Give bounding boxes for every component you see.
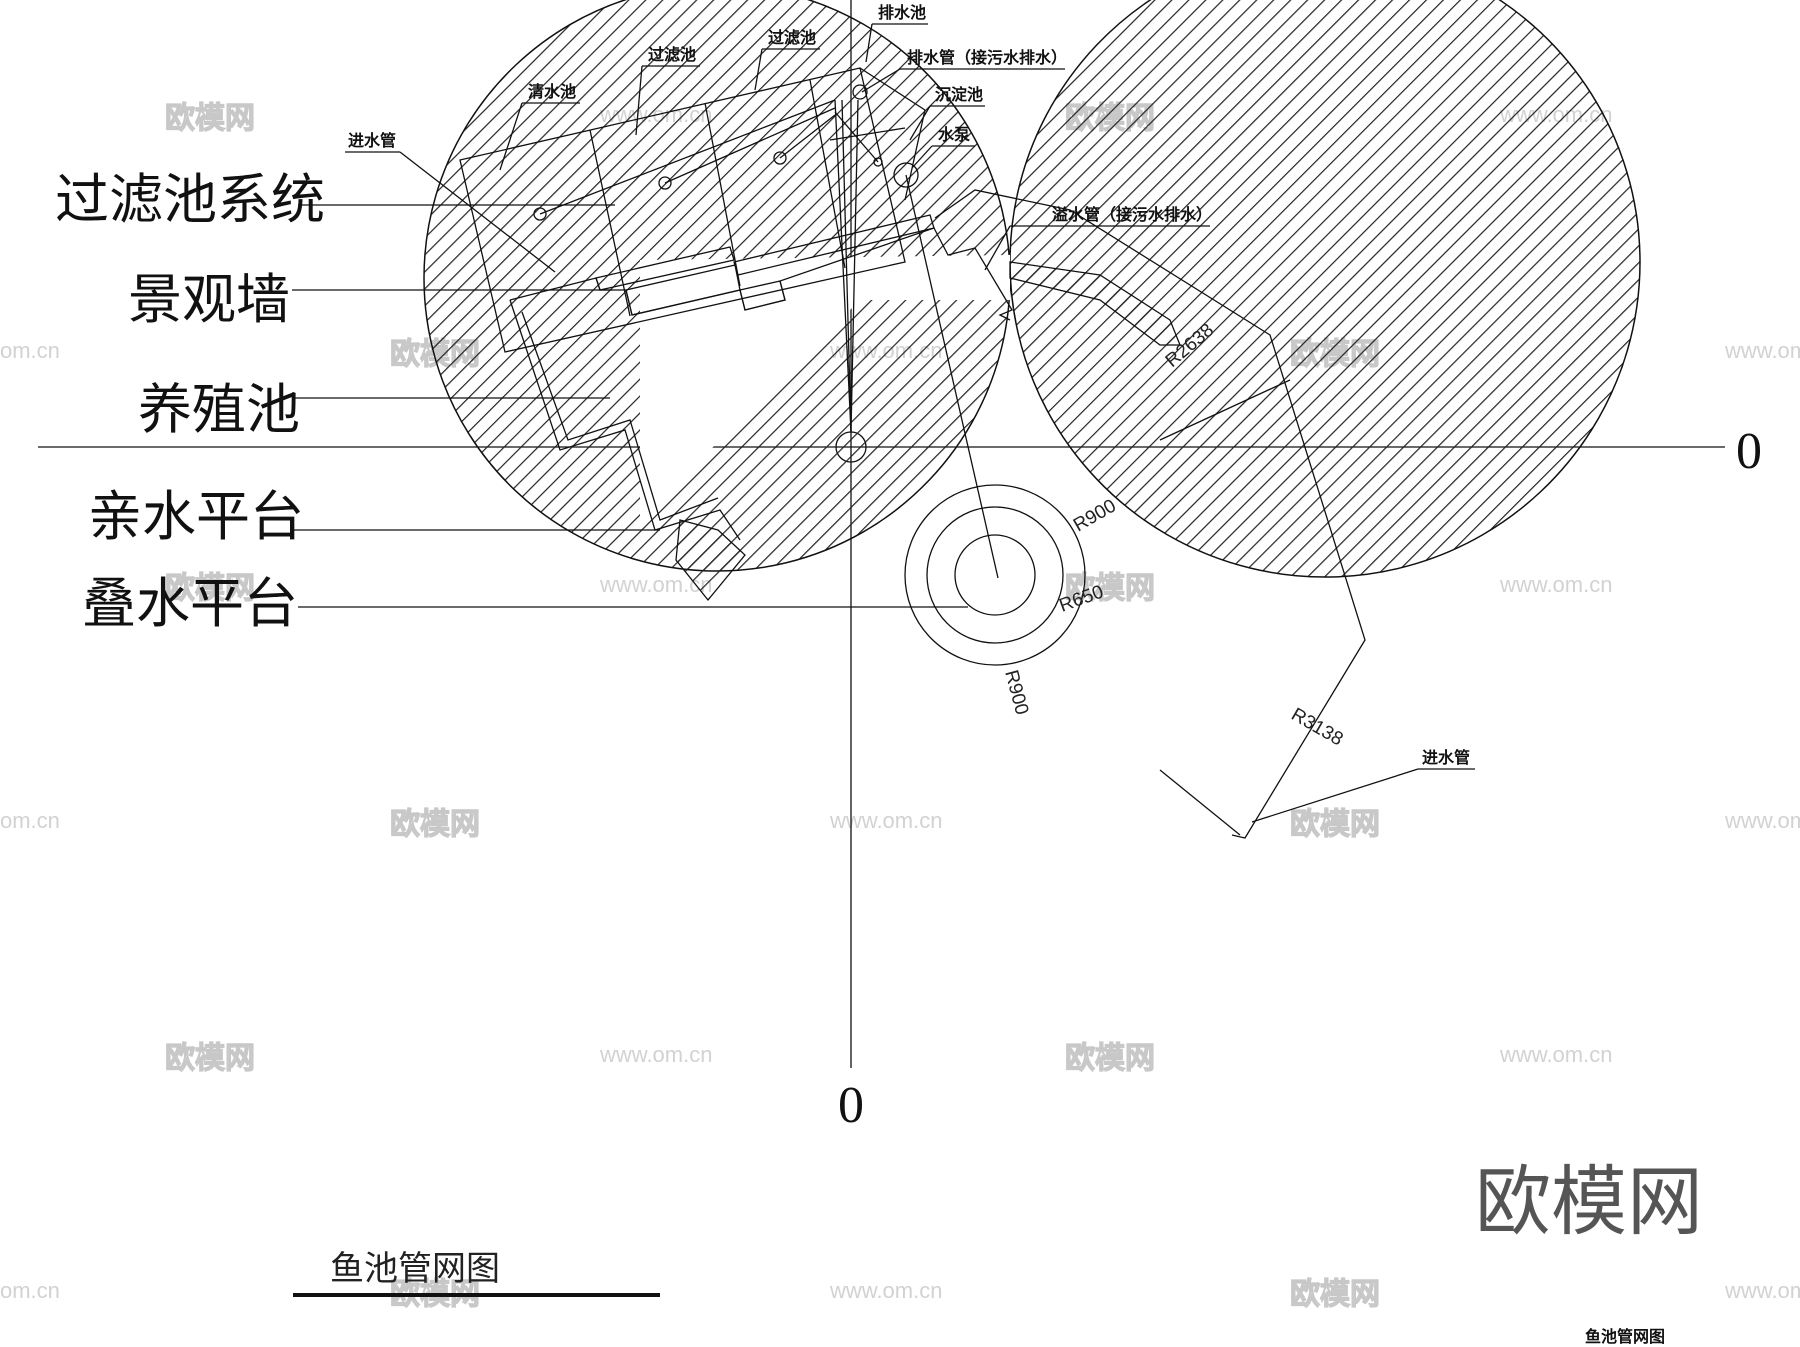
pipe-line-down xyxy=(841,99,852,433)
watermark-url: om.cn xyxy=(0,1278,60,1303)
callout-filter-pool-1: 过滤池 xyxy=(648,45,696,64)
label-breeding-pool: 养殖池 xyxy=(138,378,300,441)
pipe-line xyxy=(779,114,836,159)
watermark-brand: 欧模网 xyxy=(1065,1041,1155,1076)
watermark-brand: 欧模网 xyxy=(390,807,480,842)
watermark-brand: 欧模网 xyxy=(1065,571,1155,606)
leader-inlet-pipe-top xyxy=(399,151,556,273)
pond-wall-segment xyxy=(675,519,746,602)
cascade-outer-circle xyxy=(904,484,1086,666)
watermark-url: www.om.cn xyxy=(1724,338,1800,363)
leader-settling-pool xyxy=(909,105,931,141)
settling-box-edge xyxy=(859,67,926,111)
horizontal-axis-zero: 0 xyxy=(1736,423,1762,480)
callout-clear-water-pool: 清水池 xyxy=(528,82,576,101)
dimension-r900: R900 xyxy=(1070,495,1120,536)
pool-left-edge xyxy=(509,299,741,541)
watermark-url: www.om.cn xyxy=(1724,808,1800,833)
watermark-url: www.om.cn xyxy=(1724,1278,1800,1303)
watermark-url: www.om.cn xyxy=(1499,572,1612,597)
leader-filter-pool-1 xyxy=(635,65,643,136)
callout-settling-pool: 沉淀池 xyxy=(935,85,983,104)
leader-clear-water-pool xyxy=(499,102,523,171)
filter-outlet xyxy=(658,176,672,190)
callout-inlet-pipe-top: 进水管 xyxy=(348,131,396,150)
settling-outlet xyxy=(873,157,883,167)
inlet-radius-line xyxy=(1159,769,1241,836)
watermark-brand: 欧模网 xyxy=(165,571,255,606)
watermark-url: www.om.cn xyxy=(829,808,942,833)
pump-symbol xyxy=(893,162,919,188)
callout-overflow-pipe: 溢水管（接污水排水） xyxy=(1052,205,1212,224)
label-filter-system: 过滤池系统 xyxy=(55,168,325,231)
watermark-brand: 欧模网 xyxy=(1290,1277,1380,1312)
outer-boundary xyxy=(934,189,1366,839)
watermark-url: om.cn xyxy=(0,338,60,363)
watermark-brand: 欧模网 xyxy=(165,101,255,136)
watermark-brand: 欧模网 xyxy=(1290,807,1380,842)
callout-inlet-pipe-bottom: 进水管 xyxy=(1422,748,1470,767)
callout-drain-pipe: 排水管（接污水排水） xyxy=(907,48,1067,67)
callout-drain-pool: 排水池 xyxy=(878,3,926,22)
cascade-mid-circle xyxy=(926,506,1064,644)
pipe-line xyxy=(664,107,836,184)
leader-inlet-pipe-bottom xyxy=(1251,768,1419,823)
label-cascade-platform: 叠水平台 xyxy=(82,572,298,635)
leader-drain-pipe xyxy=(861,68,901,93)
brand-logo: 欧模网 xyxy=(1475,1157,1703,1246)
filter-outlet xyxy=(773,151,787,165)
drain-outlet xyxy=(852,84,868,100)
pump-to-center-pipe xyxy=(905,174,999,579)
label-landscape-wall: 景观墙 xyxy=(128,268,290,331)
filter-box-outline xyxy=(459,67,906,353)
leader-drain-pool xyxy=(865,23,873,63)
leader-overflow-pipe xyxy=(984,225,1011,271)
pipe-line-down xyxy=(850,99,859,433)
filter-divider xyxy=(704,102,741,287)
filter-outlet xyxy=(533,207,547,221)
corner-caption: 鱼池管网图 xyxy=(1585,1327,1665,1346)
watermark-url: www.om.cn xyxy=(599,1042,712,1067)
leader-pump xyxy=(911,145,933,169)
callout-pump: 水泵 xyxy=(938,125,970,144)
vertical-axis-zero: 0 xyxy=(838,1077,864,1134)
pond-wall-segment-top xyxy=(1009,261,1181,346)
pond-wall-gap xyxy=(640,255,1010,520)
pipe-line-down xyxy=(834,99,852,433)
watermark-url: om.cn xyxy=(0,808,60,833)
radius-leader xyxy=(1159,379,1291,441)
drawing-title: 鱼池管网图 xyxy=(330,1249,500,1289)
callout-filter-pool-2: 过滤池 xyxy=(768,28,816,47)
leader-filter-pool-2 xyxy=(754,48,763,91)
filter-system-structure xyxy=(459,67,999,579)
pond-wall-ring xyxy=(423,0,1641,578)
dimension-r3138: R3138 xyxy=(1288,704,1347,750)
watermark-brand: 欧模网 xyxy=(165,1041,255,1076)
watermark-url: www.om.cn xyxy=(1499,1042,1612,1067)
pool-left-inner-edge xyxy=(521,311,719,521)
watermark-url: www.om.cn xyxy=(829,1278,942,1303)
pipe-line xyxy=(539,99,836,215)
dimension-r900: R900 xyxy=(1000,668,1032,717)
label-waterside-platform: 亲水平台 xyxy=(88,485,304,548)
cascade-inner-circle xyxy=(954,534,1036,616)
